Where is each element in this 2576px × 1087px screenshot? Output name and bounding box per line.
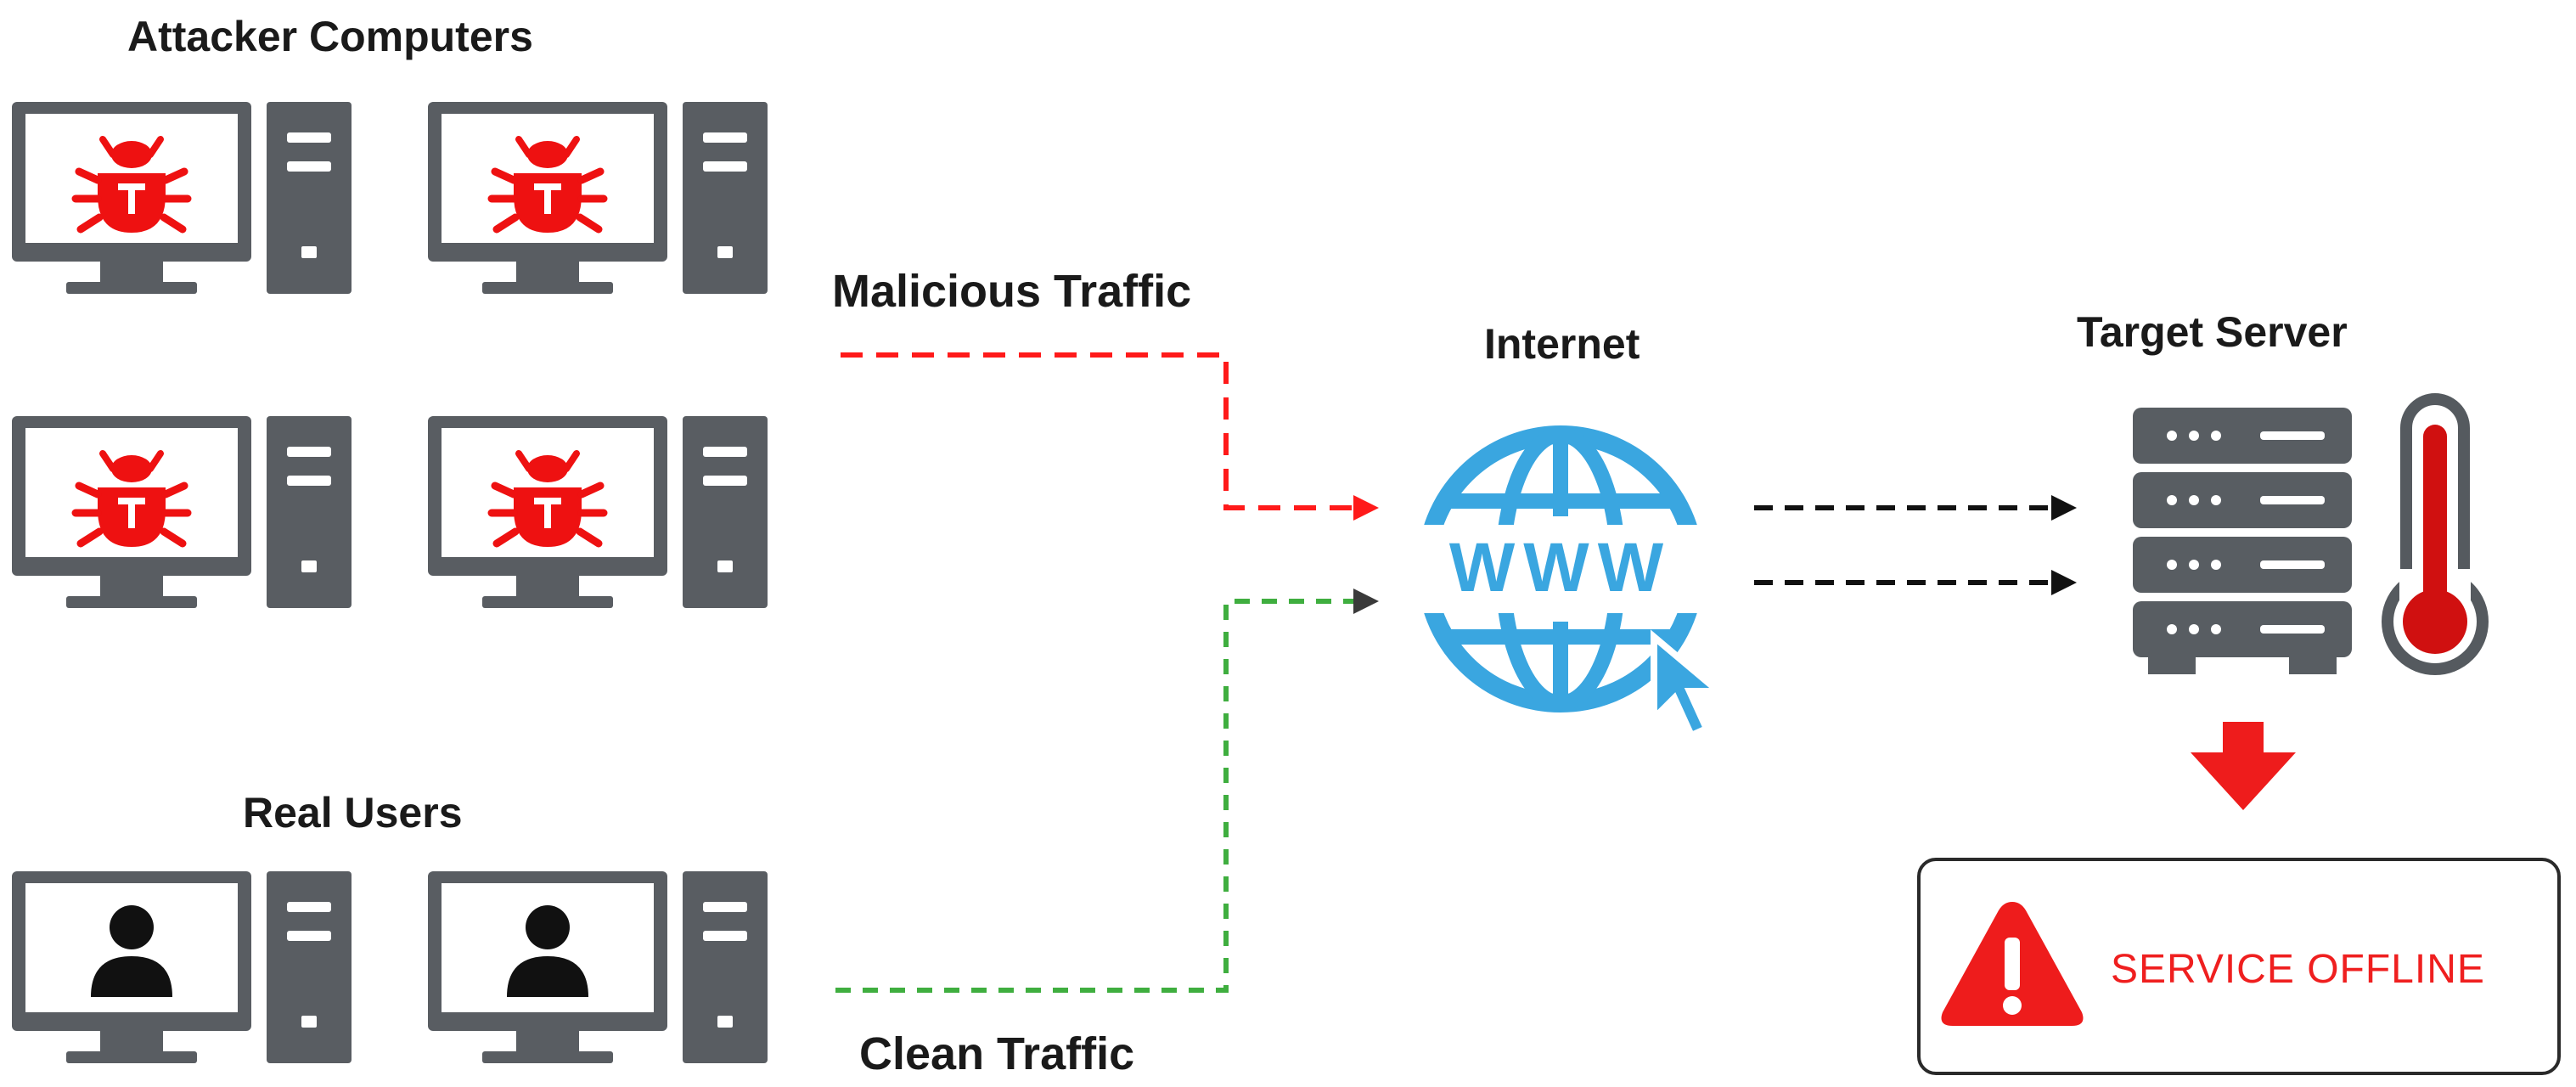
globe-www-text: WWW [1449,529,1672,606]
user-computer-2 [428,871,768,1063]
attacker-computers-label: Attacker Computers [127,13,533,60]
target-server-label: Target Server [2077,308,2348,356]
malicious-traffic-label: Malicious Traffic [832,266,1192,317]
malicious-traffic-line [841,352,1379,521]
pc-tower-icon [683,416,768,608]
clean-traffic-label: Clean Traffic [859,1028,1135,1079]
cursor-icon [1651,629,1728,741]
pc-tower-icon [267,102,352,294]
internet-label: Internet [1484,320,1640,368]
attacker-computer-4 [428,416,768,608]
pc-tower-icon [267,416,352,608]
globe-www-icon: WWW [1411,425,1728,741]
attacker-computer-3 [12,416,352,608]
service-offline-text: SERVICE OFFLINE [2111,947,2485,992]
clean-traffic-line [835,589,1379,993]
service-offline-alert: SERVICE OFFLINE [1917,858,2561,1075]
warning-icon [1941,902,2084,1026]
pc-tower-icon [267,871,352,1063]
real-users-label: Real Users [243,789,463,836]
attacker-computer-1 [12,102,352,294]
thermometer-icon [2382,393,2489,675]
attacker-computer-2 [428,102,768,294]
pc-tower-icon [683,102,768,294]
user-computer-1 [12,871,352,1063]
server-rack-icon [2133,408,2352,674]
pc-tower-icon [683,871,768,1063]
arrow-down-icon [2191,722,2296,810]
